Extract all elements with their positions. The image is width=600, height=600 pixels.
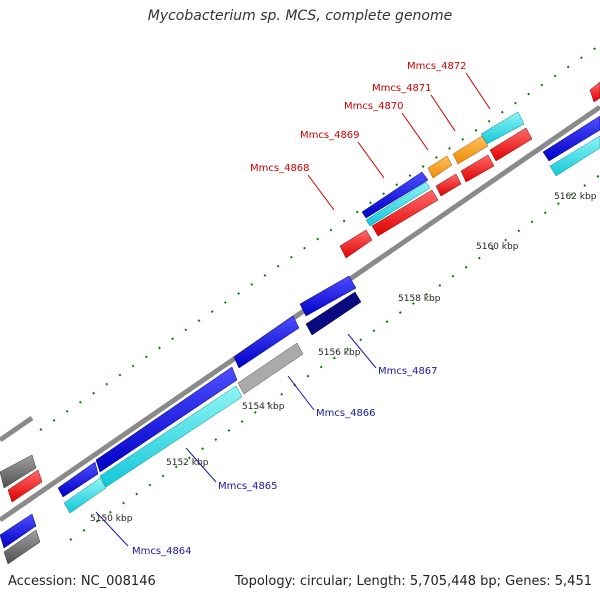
scale-labels: 5150 kbp 5152 kbp 5154 kbp 5156 kbp 5158…: [90, 192, 597, 524]
gene-edge-red-top[interactable]: [589, 81, 600, 103]
label-mmcs-4864[interactable]: Mmcs_4864: [132, 546, 192, 557]
scale-label-5154: 5154 kbp: [242, 402, 285, 412]
leader-mmcs-4866: [287, 375, 315, 411]
backbone: [0, 104, 600, 523]
gene-mmcs-4871-reverse-arrow[interactable]: [460, 154, 495, 183]
leader-mmcs-4871: [430, 94, 456, 132]
leader-mmcs-4868: [307, 174, 335, 211]
label-mmcs-4872[interactable]: Mmcs_4872: [407, 61, 467, 72]
label-mmcs-4867[interactable]: Mmcs_4867: [378, 366, 438, 377]
label-mmcs-4869[interactable]: Mmcs_4869: [300, 130, 360, 141]
forward-features: [57, 81, 600, 498]
gene-left-grey-lower[interactable]: [3, 529, 41, 565]
leader-mmcs-4869: [357, 141, 385, 179]
leader-mmcs-4870: [401, 112, 429, 151]
label-mmcs-4865[interactable]: Mmcs_4865: [218, 481, 278, 492]
leader-mmcs-4872: [465, 72, 491, 110]
scale-label-5156: 5156 kbp: [318, 348, 361, 358]
backbone-short: [0, 415, 34, 443]
backbone-main: [0, 104, 600, 523]
gene-mmcs-4872-reverse-arrow[interactable]: [489, 127, 533, 162]
leader-mmcs-4864: [95, 511, 129, 547]
scale-label-5152: 5152 kbp: [166, 458, 209, 468]
scale-line-upper: [39, 44, 600, 431]
gene-mmcs-4868-reverse-arrow[interactable]: [339, 229, 373, 259]
label-mmcs-4868[interactable]: Mmcs_4868: [250, 163, 310, 174]
gene-mmcs-4867-forward-arrow[interactable]: [233, 315, 300, 369]
gene-mmcs-4868-forward-arrow[interactable]: [299, 275, 357, 317]
gene-mmcs-4869b-forward-arrow[interactable]: [365, 181, 431, 227]
scale-label-5150: 5150 kbp: [90, 514, 133, 524]
gene-mmcs-4865-forward-arrow[interactable]: [57, 461, 99, 498]
gene-left-red[interactable]: [7, 469, 43, 503]
accession-text: Accession: NC_008146: [8, 574, 156, 589]
scale-label-5160: 5160 kbp: [476, 242, 519, 252]
scale-label-5162: 5162 kbp: [554, 192, 597, 202]
gene-mmcs-4869-reverse-arrow[interactable]: [371, 189, 439, 237]
gene-mmcs-4864-reverse-arrow[interactable]: [63, 477, 107, 514]
gene-edge-forward-arrow[interactable]: [542, 115, 600, 162]
gene-mmcs-4870-forward-arrow[interactable]: [427, 155, 453, 179]
gene-edge-cyan-reverse[interactable]: [549, 135, 600, 177]
gene-mmcs-4867-reverse-arrow[interactable]: [305, 291, 362, 336]
gene-mmcs-4871-forward-arrow[interactable]: [452, 135, 489, 165]
genome-summary-text: Topology: circular; Length: 5,705,448 bp…: [234, 574, 592, 589]
gene-mmcs-4866-reverse-arrow[interactable]: [237, 342, 304, 395]
label-mmcs-4871[interactable]: Mmcs_4871: [372, 83, 432, 94]
gene-mmcs-4872-forward-arrow[interactable]: [480, 111, 525, 145]
map-title: Mycobacterium sp. MCS, complete genome: [147, 8, 453, 24]
gene-left-grey-upper[interactable]: [0, 454, 37, 489]
gene-mmcs-4866-forward-arrow[interactable]: [95, 366, 238, 473]
gene-mmcs-4869-forward-arrow[interactable]: [361, 171, 429, 219]
upper-gene-labels: Mmcs_4868 Mmcs_4869 Mmcs_4870 Mmcs_4871 …: [250, 61, 491, 211]
scale-label-5158: 5158 kbp: [398, 294, 441, 304]
lower-gene-labels: Mmcs_4864 Mmcs_4865 Mmcs_4866 Mmcs_4867: [95, 333, 438, 557]
label-mmcs-4870[interactable]: Mmcs_4870: [344, 101, 404, 112]
scale-line-lower: [69, 174, 600, 541]
gene-mmcs-4865-reverse-arrow[interactable]: [99, 385, 243, 488]
scale-ruler: [39, 44, 600, 541]
reverse-features: [0, 127, 600, 565]
leader-mmcs-4867: [347, 333, 377, 369]
gene-mmcs-4870-reverse-arrow[interactable]: [435, 173, 462, 197]
label-mmcs-4866[interactable]: Mmcs_4866: [316, 408, 376, 419]
gene-left-blue-lower[interactable]: [0, 513, 37, 549]
leader-mmcs-4865: [185, 447, 217, 483]
